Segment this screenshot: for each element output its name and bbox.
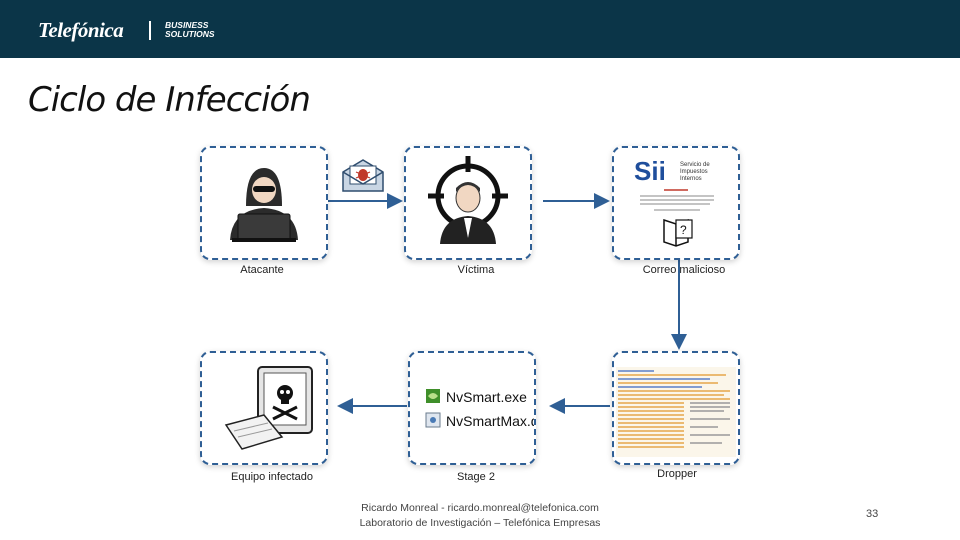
node-atacante-label: Atacante <box>200 264 324 276</box>
infected-computer-icon <box>202 353 326 463</box>
svg-text:Servicio de: Servicio de <box>680 162 710 168</box>
node-dropper-label: Dropper <box>612 468 742 480</box>
node-correo-label: Correo malicioso <box>612 264 756 276</box>
node-correo: Sii Servicio de Impuestos Internos ? <box>612 146 740 260</box>
malicious-email-icon <box>340 158 386 194</box>
node-stage2: NvSmart.exe NvSmartMax.dll <box>408 351 536 465</box>
footer-lab: Laboratorio de Investigación – Telefónic… <box>330 516 630 531</box>
footer-author: Ricardo Monreal - ricardo.monreal@telefo… <box>330 501 630 516</box>
node-equipo-label: Equipo infectado <box>200 471 344 483</box>
node-victima <box>404 146 532 260</box>
svg-text:Sii: Sii <box>634 156 666 186</box>
page-number: 33 <box>866 508 878 520</box>
stage2-file-1: NvSmartMax.dll <box>446 413 534 429</box>
svg-text:?: ? <box>680 223 687 237</box>
node-dropper <box>612 351 740 465</box>
node-stage2-label: Stage 2 <box>408 471 544 483</box>
phishing-email-document: Sii Servicio de Impuestos Internos ? <box>614 148 738 258</box>
stage2-file-0: NvSmart.exe <box>446 389 527 405</box>
footer: Ricardo Monreal - ricardo.monreal@telefo… <box>330 501 630 531</box>
hacker-icon <box>202 148 326 258</box>
node-equipo <box>200 351 328 465</box>
stage2-files: NvSmart.exe NvSmartMax.dll <box>410 353 534 463</box>
svg-text:Internos: Internos <box>680 176 702 182</box>
target-victim-icon <box>406 148 530 258</box>
svg-text:Impuestos: Impuestos <box>680 169 708 175</box>
node-atacante <box>200 146 328 260</box>
dropper-code-screenshot <box>614 353 738 463</box>
node-victima-label: Víctima <box>404 264 548 276</box>
